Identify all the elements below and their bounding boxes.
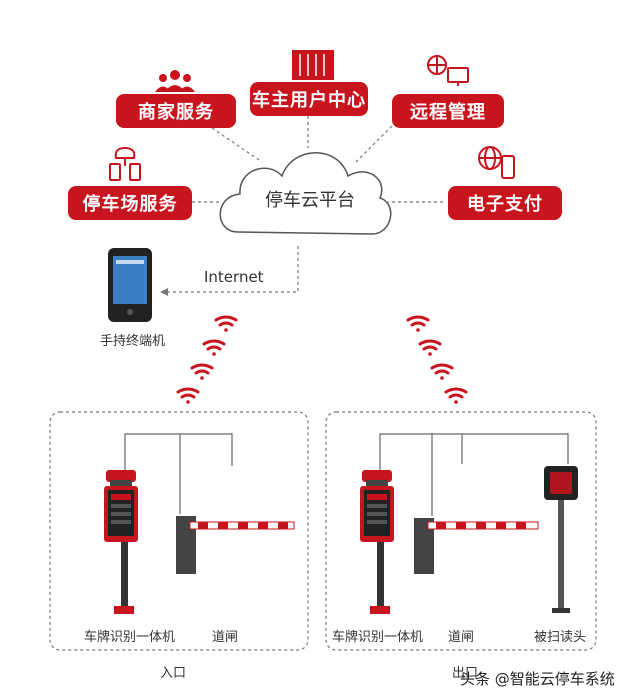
owner-center-label: 车主用户中心 [250,82,368,116]
entry-zone-frame [49,411,309,651]
entry-zone-label: 入口 [160,666,187,681]
server-icon [292,50,334,80]
scanner-reader-icon [544,466,578,613]
cloud-devices-icon [109,146,141,181]
cloud-platform-label: 停车云平台 [265,190,355,211]
parking-service-label: 停车场服务 [68,186,192,220]
internet-label: Internet [204,268,264,286]
lpr-exit-label: 车牌识别一体机 [332,630,424,645]
users-icon [155,70,195,92]
merchant-service-label: 商家服务 [116,94,236,128]
barrier-gate-exit-icon [414,518,539,574]
scanner-label: 被扫读头 [534,630,587,645]
payment-globe-icon [478,146,515,179]
cloud-shape [219,152,392,235]
wifi-signals-right [406,315,468,404]
wifi-signals-left [176,315,238,404]
lpr-machine-entry-icon [104,470,138,614]
exit-zone-label: 出口 [452,666,479,681]
gate-exit-label: 道闸 [448,630,475,645]
lpr-entry-label: 车牌识别一体机 [84,630,176,645]
remote-monitor-icon [427,55,469,86]
barrier-gate-entry-icon [176,516,295,574]
exit-zone-frame [325,411,597,651]
lpr-machine-exit-icon [360,470,394,614]
e-payment-label: 电子支付 [448,186,562,220]
gate-entry-label: 道闸 [212,630,239,645]
handheld-terminal-icon [108,248,152,322]
remote-management-label: 远程管理 [392,94,504,128]
watermark-text: 头条 @智能云停车系统 [460,670,615,688]
handheld-terminal-label: 手持终端机 [100,334,166,349]
